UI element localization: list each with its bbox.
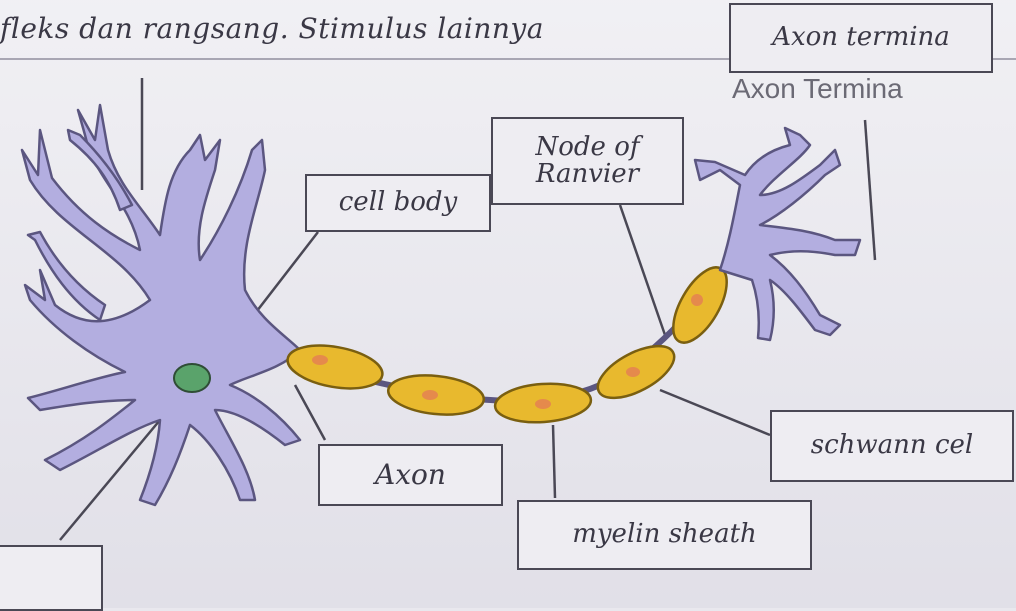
cell-body-box: cell body [305,174,491,232]
leader-line-node-of-ranvier [620,205,665,335]
nucleus-shape [174,364,210,392]
schwann-cell-label: schwann cel [811,432,973,459]
myelin-segments [284,259,737,425]
leader-line-axon-terminal [865,120,875,260]
axon-terminal-box-label: Axon termina [772,24,950,51]
leader-line-myelin-sheath [553,425,555,498]
cell-body-shape [22,105,300,505]
myelin-sheath-label: myelin sheath [572,521,757,548]
axon-terminal-box: Axon termina [729,3,993,73]
axon-box: Axon [318,444,503,506]
myelin-segment-1 [284,339,385,395]
myelin-sheath-box: myelin sheath [517,500,812,570]
blank-label-box [0,545,103,611]
node-of-ranvier-label: Node of Ranvier [513,134,662,189]
schwann-cell-box: schwann cel [770,410,1014,482]
leader-line-cell-body [250,232,318,320]
axon-label: Axon [375,460,446,489]
axon-terminal-printed-label: Axon Termina [732,73,903,105]
node-of-ranvier-box: Node of Ranvier [491,117,684,205]
cell-body-label: cell body [339,189,457,216]
leader-line-schwann-cell [660,390,770,435]
leader-line-axon [295,385,325,440]
